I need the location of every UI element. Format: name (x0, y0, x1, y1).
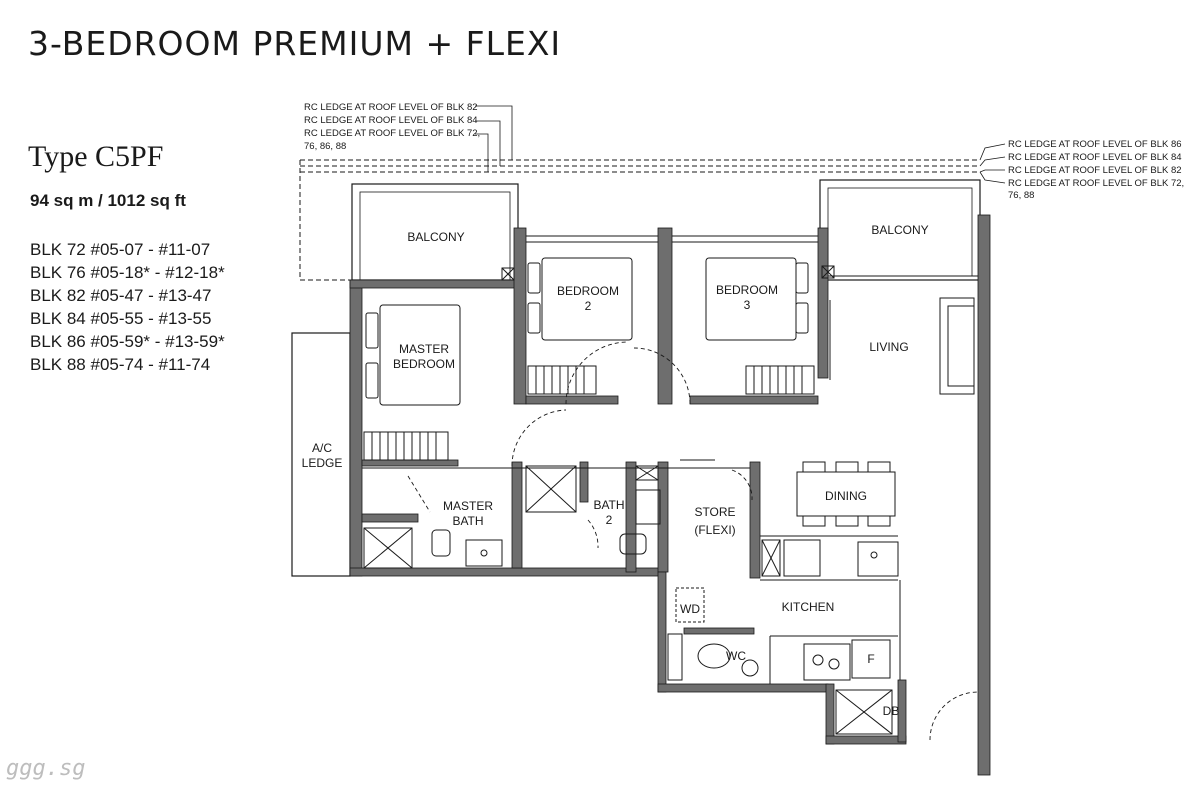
label-master-bedroom: MASTER (399, 342, 449, 356)
label-bath-2: BATH (593, 498, 624, 512)
svg-text:RC LEDGE AT ROOF LEVEL OF BLK: RC LEDGE AT ROOF LEVEL OF BLK 86 (1008, 139, 1182, 150)
svg-text:RC LEDGE AT ROOF LEVEL OF BLK: RC LEDGE AT ROOF LEVEL OF BLK 82 (304, 102, 478, 113)
label-store: STORE (694, 505, 735, 519)
label-kitchen: KITCHEN (782, 600, 835, 614)
unit-list-item: BLK 84 #05-55 - #13-55 (30, 309, 212, 328)
beds (365, 257, 809, 406)
label-ac-ledge: A/C (312, 441, 332, 455)
ledge-leaders (475, 105, 1006, 184)
svg-text:BATH: BATH (452, 514, 483, 528)
label-wd: WD (680, 602, 700, 616)
svg-text:3: 3 (744, 298, 751, 312)
label-living: LIVING (869, 340, 908, 354)
unit-type: Type C5PF (28, 140, 164, 173)
svg-text:2: 2 (585, 299, 592, 313)
svg-text:76, 88: 76, 88 (1008, 190, 1034, 201)
unit-list-item: BLK 88 #05-74 - #11-74 (30, 355, 211, 374)
wardrobes (363, 365, 815, 461)
sofa (939, 297, 975, 395)
svg-text:76, 86, 88: 76, 86, 88 (304, 141, 346, 152)
unit-area: 94 sq m / 1012 sq ft (30, 191, 186, 210)
walls (349, 214, 991, 776)
ledge-notes-left: RC LEDGE AT ROOF LEVEL OF BLK 82 RC LEDG… (304, 102, 480, 152)
label-balcony-right: BALCONY (871, 223, 928, 237)
ledge-notes-right: RC LEDGE AT ROOF LEVEL OF BLK 86 RC LEDG… (1008, 139, 1184, 201)
rc-ledge-lines (299, 159, 980, 281)
unit-list-item: BLK 76 #05-18* - #12-18* (30, 263, 225, 282)
unit-list: BLK 72 #05-07 - #11-07 BLK 76 #05-18* - … (30, 238, 225, 376)
svg-text:(FLEXI): (FLEXI) (694, 523, 735, 537)
label-db: DB (883, 704, 900, 718)
label-dining: DINING (825, 489, 867, 503)
svg-text:RC LEDGE AT ROOF LEVEL OF BLK: RC LEDGE AT ROOF LEVEL OF BLK 84 (304, 115, 478, 126)
unit-list-item: BLK 72 #05-07 - #11-07 (30, 240, 211, 259)
svg-text:BEDROOM: BEDROOM (393, 357, 455, 371)
unit-list-item: BLK 82 #05-47 - #13-47 (30, 286, 212, 305)
label-bedroom-3: BEDROOM (716, 283, 778, 297)
label-master-bath: MASTER (443, 499, 493, 513)
label-wc: WC (726, 649, 746, 663)
svg-text:2: 2 (606, 513, 613, 527)
watermark: ggg.sg (6, 756, 86, 781)
label-bedroom-2: BEDROOM (557, 284, 619, 298)
door-swings (407, 341, 979, 741)
unit-list-item: BLK 86 #05-59* - #13-59* (30, 332, 225, 351)
svg-text:RC LEDGE AT ROOF LEVEL OF BLK: RC LEDGE AT ROOF LEVEL OF BLK 72, (1008, 178, 1184, 189)
svg-text:RC LEDGE AT ROOF LEVEL OF BLK: RC LEDGE AT ROOF LEVEL OF BLK 84 (1008, 152, 1182, 163)
dining-table (796, 461, 896, 527)
label-balcony-left: BALCONY (407, 230, 464, 244)
room-labels: BALCONY BALCONY MASTER BEDROOM BEDROOM 2… (302, 223, 929, 718)
page-title: 3-BEDROOM PREMIUM + FLEXI (28, 24, 562, 63)
label-fridge: F (867, 652, 874, 666)
sanitary-fixtures (431, 489, 899, 681)
showers (363, 265, 893, 735)
svg-text:RC LEDGE AT ROOF LEVEL OF BLK: RC LEDGE AT ROOF LEVEL OF BLK 82 (1008, 165, 1182, 176)
svg-text:RC LEDGE AT ROOF LEVEL OF BLK: RC LEDGE AT ROOF LEVEL OF BLK 72, (304, 128, 480, 139)
svg-text:LEDGE: LEDGE (302, 456, 343, 470)
